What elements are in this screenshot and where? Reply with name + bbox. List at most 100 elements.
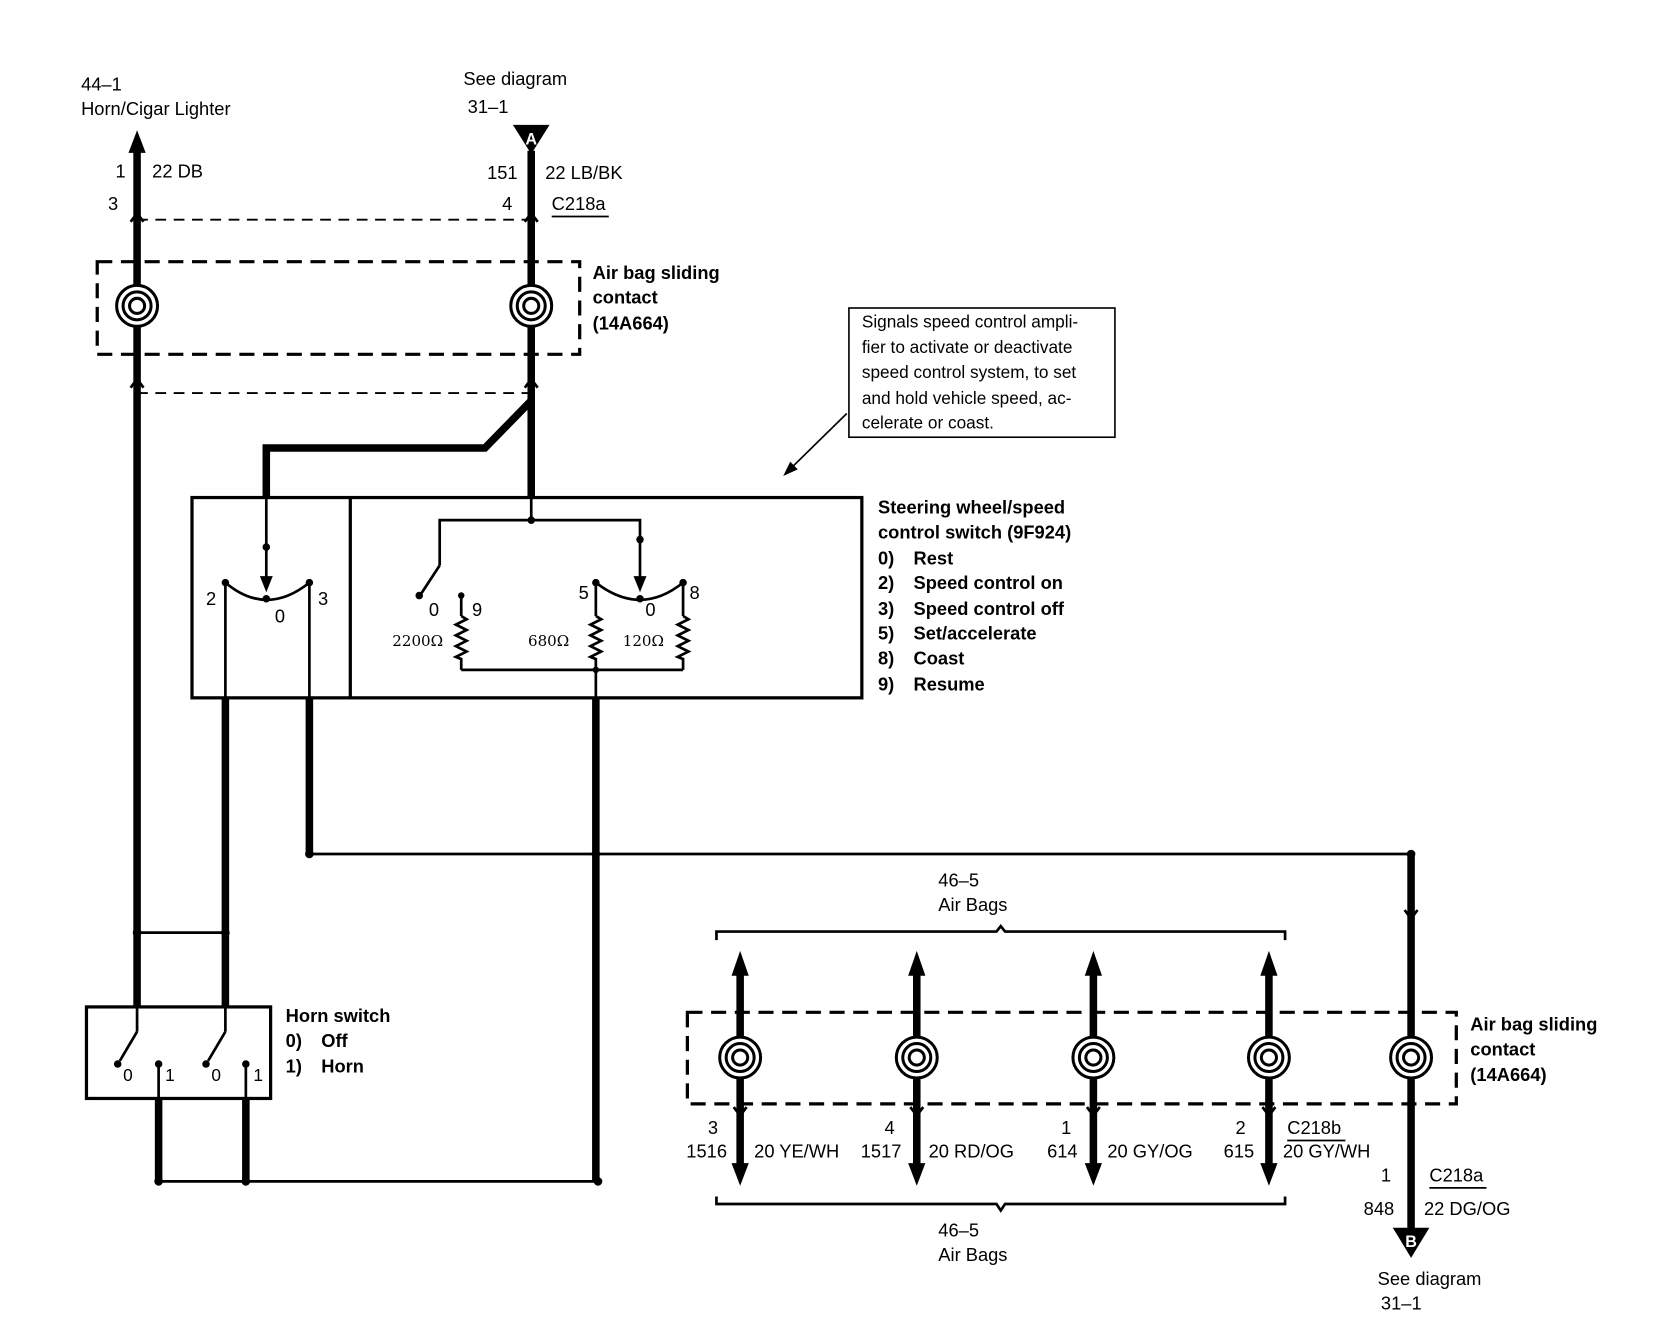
down-arrow-icon (731, 1163, 749, 1186)
speed-contact-section: 0 9 5 0 8 2200Ω 680Ω 120Ω (392, 497, 700, 698)
pin-number: 3 (708, 1117, 718, 1138)
circuit-number: 1516 (686, 1141, 727, 1162)
contact-label: 3 (318, 588, 328, 609)
upper-contact-label-3: (14A664) (593, 313, 669, 334)
contact-label: 0 (429, 599, 439, 620)
horn-switch-blade (206, 1031, 227, 1062)
sliding-contact-outline (95, 260, 582, 356)
connector-mark (1085, 1106, 1101, 1118)
junction-dot (262, 543, 271, 551)
speed-feed-pin: 4 (502, 193, 512, 214)
contact-dot (415, 591, 423, 600)
connector-marker-b (1392, 1227, 1430, 1258)
lower-contact-label-3: (14A664) (1470, 1064, 1546, 1085)
contact-label: 1 (165, 1065, 175, 1085)
connector-marker-b-label: B (1405, 1233, 1417, 1251)
lower-feed-ref: 31–1 (1381, 1293, 1422, 1314)
circuit-number: 614 (1047, 1141, 1078, 1162)
clockspring-coil-icon (115, 283, 160, 328)
upper-sliding-contact: Air bag sliding contact (14A664) (95, 260, 720, 356)
connector-marker-a (512, 124, 550, 154)
position-name: Speed control on (914, 572, 1063, 593)
contact-dot (202, 1060, 210, 1068)
clockspring-coil-icon (718, 1035, 763, 1080)
splice-dot (591, 849, 601, 859)
position-number: 0) (286, 1030, 302, 1051)
wiper-arrow-icon (633, 576, 647, 593)
contact-label: 0 (211, 1065, 221, 1085)
horn-switch-housing (84, 1005, 273, 1101)
speed-feed-ref: 31–1 (468, 96, 509, 117)
position-number: 9) (878, 673, 894, 694)
up-arrow-icon (128, 130, 146, 153)
splice-dot (132, 928, 142, 937)
bracket (715, 923, 1287, 941)
steering-wheel-switch: 2 0 3 0 9 5 0 8 (190, 495, 1071, 700)
splice-dot (154, 1177, 163, 1186)
resume-switch-blade (420, 564, 441, 595)
horn-switch-blade (118, 1031, 139, 1062)
wire-horn-branch (262, 397, 534, 498)
position-name: Horn (321, 1056, 364, 1077)
upper-contact-label-2: contact (593, 287, 658, 308)
pin-number: 4 (884, 1117, 894, 1138)
position-number: 2) (878, 572, 894, 593)
upper-contact-label-1: Air bag sliding (593, 262, 720, 283)
contact-label: 0 (123, 1065, 133, 1085)
air-bag-circuits: 3 1516 20 YE/WH 4 1517 20 RD/OG 1 614 20… (686, 950, 1370, 1186)
air-bags-name: Air Bags (938, 1244, 1007, 1265)
note-line: and hold vehicle speed, ac- (862, 388, 1072, 408)
arrow-head-icon (783, 461, 798, 476)
clockspring-coil-icon (1071, 1035, 1116, 1080)
position-name: Set/accelerate (914, 623, 1037, 644)
resistor-value: 680Ω (528, 632, 569, 650)
contact-label: 8 (690, 582, 700, 603)
contact-label: 0 (275, 605, 285, 626)
note-line: Signals speed control ampli- (862, 311, 1078, 331)
position-number: 0) (878, 547, 894, 568)
wiper-arrow-icon (259, 576, 273, 593)
lower-feed-pin: 1 (1381, 1164, 1391, 1185)
note-line: fier to activate or deactivate (862, 337, 1073, 357)
connector-name: C218b (1287, 1117, 1341, 1138)
lower-feed-connector: C218a (1429, 1164, 1484, 1185)
note-line: celerate or coast. (862, 413, 994, 433)
connector-mark (732, 1106, 748, 1118)
speed-feed-wire: 22 LB/BK (545, 162, 622, 183)
note-pointer-line (792, 412, 848, 467)
air-bags-bottom-bracket: 46–5 Air Bags (715, 1196, 1287, 1265)
wire-spec: 20 RD/OG (929, 1141, 1014, 1162)
resistor-icon (674, 614, 692, 670)
lower-feed-wire: 22 DG/OG (1424, 1198, 1510, 1219)
down-arrow-icon (1084, 1163, 1102, 1186)
contact-label: 9 (472, 599, 482, 620)
pin-number: 2 (1236, 1117, 1246, 1138)
clockspring-coil-icon (1246, 1035, 1291, 1080)
speed-feed: See diagram 31–1 A 151 22 LB/BK 4 C218a (463, 68, 623, 218)
steering-switch-title: Steering wheel/speed (878, 497, 1065, 518)
up-arrow-icon (731, 950, 749, 976)
note-callout: Signals speed control ampli- fier to act… (783, 307, 1116, 476)
contact-dot (113, 1060, 122, 1068)
contact-label: 1 (253, 1065, 263, 1085)
clockspring-coil-icon (1389, 1035, 1434, 1080)
position-number: 8) (878, 647, 894, 668)
contact-label: 0 (645, 599, 655, 620)
resistor-icon (452, 614, 470, 670)
down-arrow-icon (908, 1163, 926, 1186)
resistor-value: 120Ω (623, 632, 664, 650)
splice-dot (221, 928, 230, 937)
position-name: Coast (914, 647, 965, 668)
sliding-contact-outline (685, 1010, 1458, 1106)
lower-feed: 1 C218a 848 22 DG/OG B See diagram 31–1 (1364, 1076, 1510, 1314)
junction-dot (636, 535, 644, 544)
contact-label: 2 (206, 588, 216, 609)
switch-housing (190, 495, 864, 700)
resistor-icon (587, 614, 605, 698)
note-box (848, 307, 1116, 439)
lower-feed-see: See diagram (1378, 1268, 1482, 1289)
steering-switch-title: control switch (9F924) (878, 521, 1071, 542)
wire-spec: 20 YE/WH (754, 1141, 839, 1162)
splice-dot (593, 1177, 603, 1186)
steering-switch-legend: Steering wheel/speed control switch (9F9… (878, 497, 1071, 695)
